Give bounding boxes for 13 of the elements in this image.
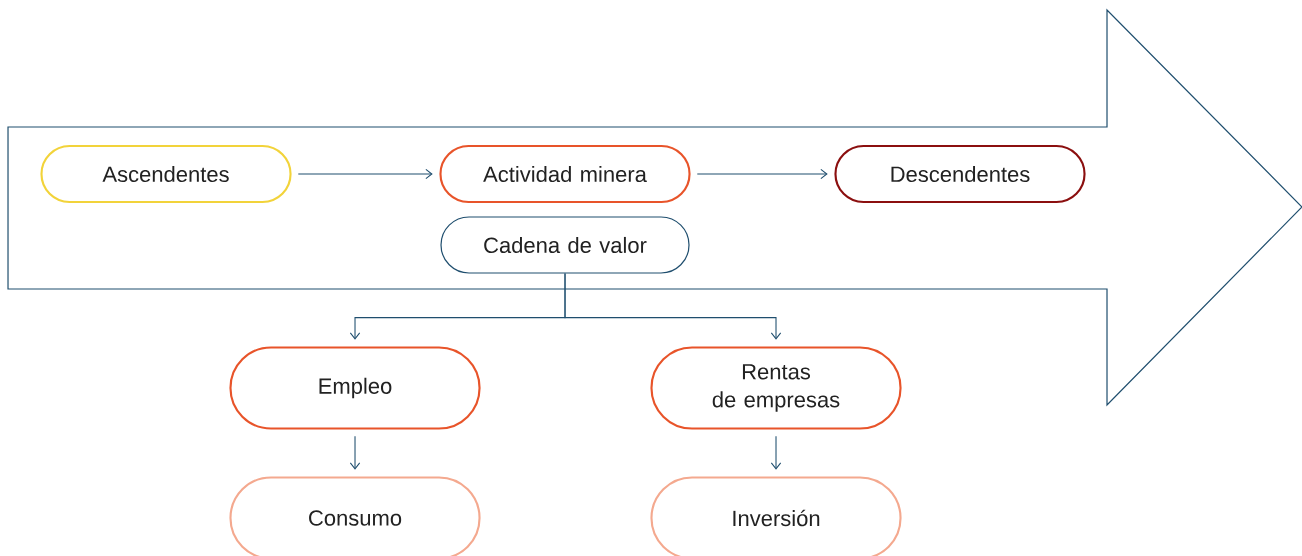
rounded-box: Rentas de empresas xyxy=(650,346,902,430)
arrow xyxy=(564,273,782,340)
rounded-box: Cadena de valor xyxy=(440,216,690,274)
rounded-box: Actividad minera xyxy=(439,144,691,204)
rounded-box: Ascendentes xyxy=(40,144,292,204)
rounded-box: Consumo xyxy=(229,476,481,556)
arrow xyxy=(349,435,361,470)
rounded-box: Descendentes xyxy=(834,144,1086,204)
arrow xyxy=(696,168,828,180)
rounded-box: Empleo xyxy=(229,346,481,430)
arrow xyxy=(297,168,433,180)
arrow xyxy=(770,435,782,470)
rounded-box: Inversión xyxy=(650,476,902,556)
